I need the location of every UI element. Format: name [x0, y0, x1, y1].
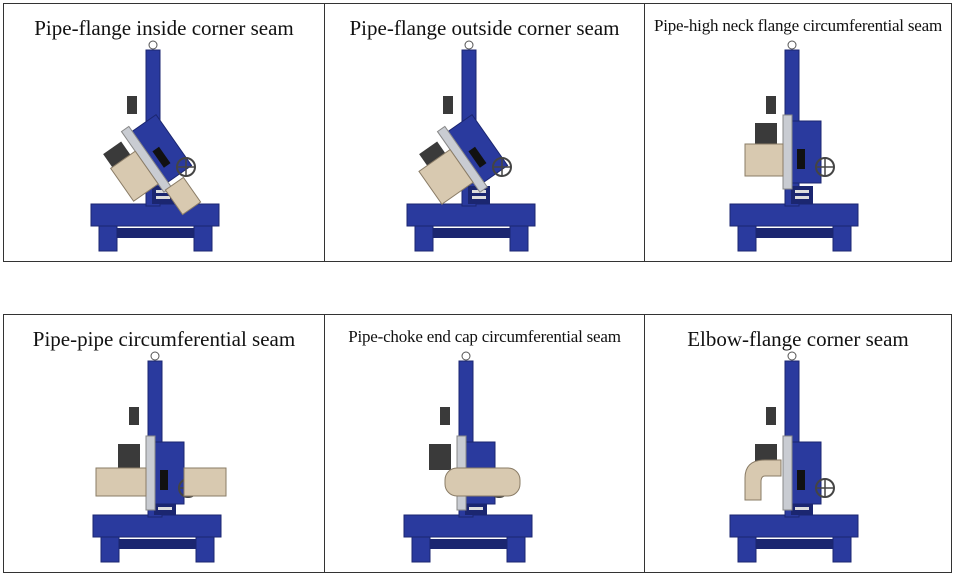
panel-title: Pipe-choke end cap circumferential seam — [348, 327, 621, 346]
torch-motor — [127, 96, 137, 114]
machine-base-crossbar — [119, 539, 196, 549]
torch-head — [755, 123, 777, 149]
machine-base-leg — [414, 225, 434, 252]
machine-base-leg — [193, 225, 213, 252]
machine-base-crossbar — [430, 539, 507, 549]
torch-motor — [440, 407, 450, 425]
panel-title: Pipe-flange inside corner seam — [34, 16, 294, 40]
machine-base-beam — [729, 514, 859, 538]
machine-base-beam — [92, 514, 222, 538]
torch-head — [429, 444, 451, 470]
welding-machine-illustration — [729, 351, 859, 563]
pipe — [109, 150, 159, 202]
machine-base-crossbar — [756, 539, 833, 549]
panel-title: Pipe-pipe circumferential seam — [32, 327, 296, 351]
faceplate — [145, 435, 156, 511]
pipe-end-cap — [444, 467, 521, 497]
top-row: Pipe-flange inside corner seam Pipe-flan… — [3, 3, 952, 262]
workpiece — [109, 150, 159, 202]
machine-base-leg — [100, 536, 120, 563]
rotator-housing — [153, 441, 185, 505]
bottom-row: Pipe-pipe circumferential seam Pipe-chok… — [3, 314, 952, 573]
rotator-housing — [790, 441, 822, 505]
machine-base-leg — [98, 225, 118, 252]
machine-base-crossbar — [433, 228, 510, 238]
control-label — [472, 196, 486, 199]
welding-machine-illustration — [406, 40, 536, 252]
control-box — [791, 186, 813, 204]
machine-base-leg — [832, 536, 852, 563]
rotator-housing — [790, 120, 822, 184]
welding-machine-illustration — [403, 351, 533, 563]
machine-base-beam — [729, 203, 859, 227]
machine-base-leg — [509, 225, 529, 252]
elbow — [744, 459, 782, 501]
display-panel — [797, 149, 805, 169]
control-label — [469, 507, 483, 510]
torch-head — [118, 444, 140, 470]
faceplate — [782, 114, 793, 190]
lifting-eye — [464, 40, 474, 50]
display-panel — [797, 470, 805, 490]
machine-base-beam — [403, 514, 533, 538]
display-panel — [468, 146, 487, 168]
machine-base-crossbar — [117, 228, 194, 238]
control-label — [795, 507, 809, 510]
panel-elbow-flange: Elbow-flange corner seam — [645, 314, 952, 573]
pipe — [418, 148, 474, 205]
pipe — [744, 143, 784, 177]
torch-motor — [443, 96, 453, 114]
torch-motor — [766, 407, 776, 425]
lifting-eye — [150, 351, 160, 361]
pipe — [164, 176, 202, 216]
panel-title: Elbow-flange corner seam — [687, 327, 909, 351]
machine-base-leg — [411, 536, 431, 563]
control-label — [795, 196, 809, 199]
control-label — [158, 507, 172, 510]
panel-high-neck-flange: Pipe-high neck flange circumferential se… — [645, 3, 952, 262]
workpiece — [418, 148, 474, 205]
machine-base-beam — [406, 203, 536, 227]
lifting-eye — [787, 351, 797, 361]
control-label — [156, 196, 170, 199]
torch-motor — [129, 407, 139, 425]
machine-base-leg — [506, 536, 526, 563]
control-label — [795, 190, 809, 193]
panel-title: Pipe-flange outside corner seam — [349, 16, 620, 40]
machine-base-leg — [737, 225, 757, 252]
machine-base-leg — [737, 536, 757, 563]
panel-pipe-flange-outside: Pipe-flange outside corner seam — [325, 3, 645, 262]
machine-base-leg — [195, 536, 215, 563]
lifting-eye — [461, 351, 471, 361]
welding-machine-illustration — [729, 40, 859, 252]
display-panel — [152, 146, 171, 168]
pipe — [183, 467, 227, 497]
pipe — [95, 467, 147, 497]
panel-title: Pipe-high neck flange circumferential se… — [653, 16, 943, 35]
torch-motor — [766, 96, 776, 114]
welding-machine-illustration — [92, 351, 227, 563]
display-panel — [160, 470, 168, 490]
panel-pipe-pipe: Pipe-pipe circumferential seam — [3, 314, 325, 573]
rotator-head — [118, 435, 185, 511]
panel-pipe-flange-inside: Pipe-flange inside corner seam — [3, 3, 325, 262]
machine-base-beam — [90, 203, 220, 227]
lifting-eye — [148, 40, 158, 50]
machine-base-crossbar — [756, 228, 833, 238]
panel-pipe-end-cap: Pipe-choke end cap circumferential seam — [325, 314, 645, 573]
machine-base-leg — [832, 225, 852, 252]
faceplate — [782, 435, 793, 511]
welding-machine-illustration — [90, 40, 220, 252]
rotator-head — [755, 114, 822, 190]
lifting-eye — [787, 40, 797, 50]
